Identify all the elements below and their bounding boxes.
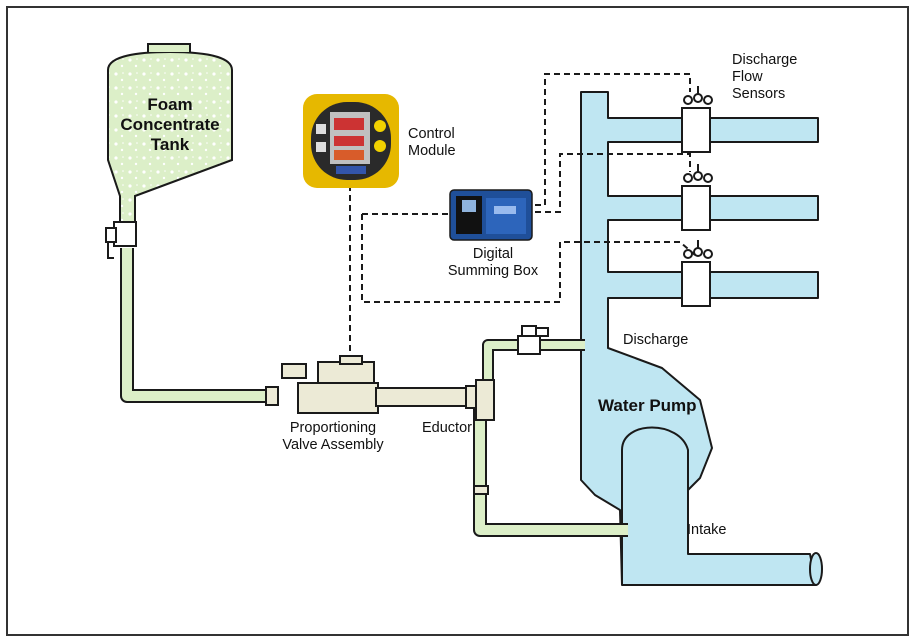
- digital-summing-box: [449, 189, 533, 241]
- return-line-valve: [517, 325, 549, 355]
- discharge-label: Discharge: [623, 332, 689, 348]
- tank-label: Foam Concentrate Tank: [120, 95, 220, 154]
- summing-box-label: Digital Summing Box: [447, 246, 539, 279]
- eductor-label: Eductor: [422, 420, 472, 436]
- control-module-label: Control Module: [408, 126, 456, 159]
- control-module: [303, 94, 399, 188]
- eductor: [473, 379, 495, 495]
- discharge-flow-sensor-2: [681, 164, 713, 231]
- control-wiring: [349, 73, 696, 360]
- flow-sensors-label: Discharge Flow Sensors: [732, 52, 798, 102]
- water-pump: [580, 91, 823, 586]
- proportioning-valve-assembly: [265, 355, 477, 414]
- foam-concentrate-tank: [105, 43, 233, 259]
- discharge-flow-sensor-1: [681, 86, 713, 153]
- intake-label: Intake: [687, 522, 727, 538]
- foam-line: [120, 248, 628, 537]
- valve-label: Proportioning Valve Assembly: [282, 420, 384, 453]
- discharge-flow-sensor-3: [681, 240, 713, 307]
- pump-label: Water Pump: [598, 396, 697, 415]
